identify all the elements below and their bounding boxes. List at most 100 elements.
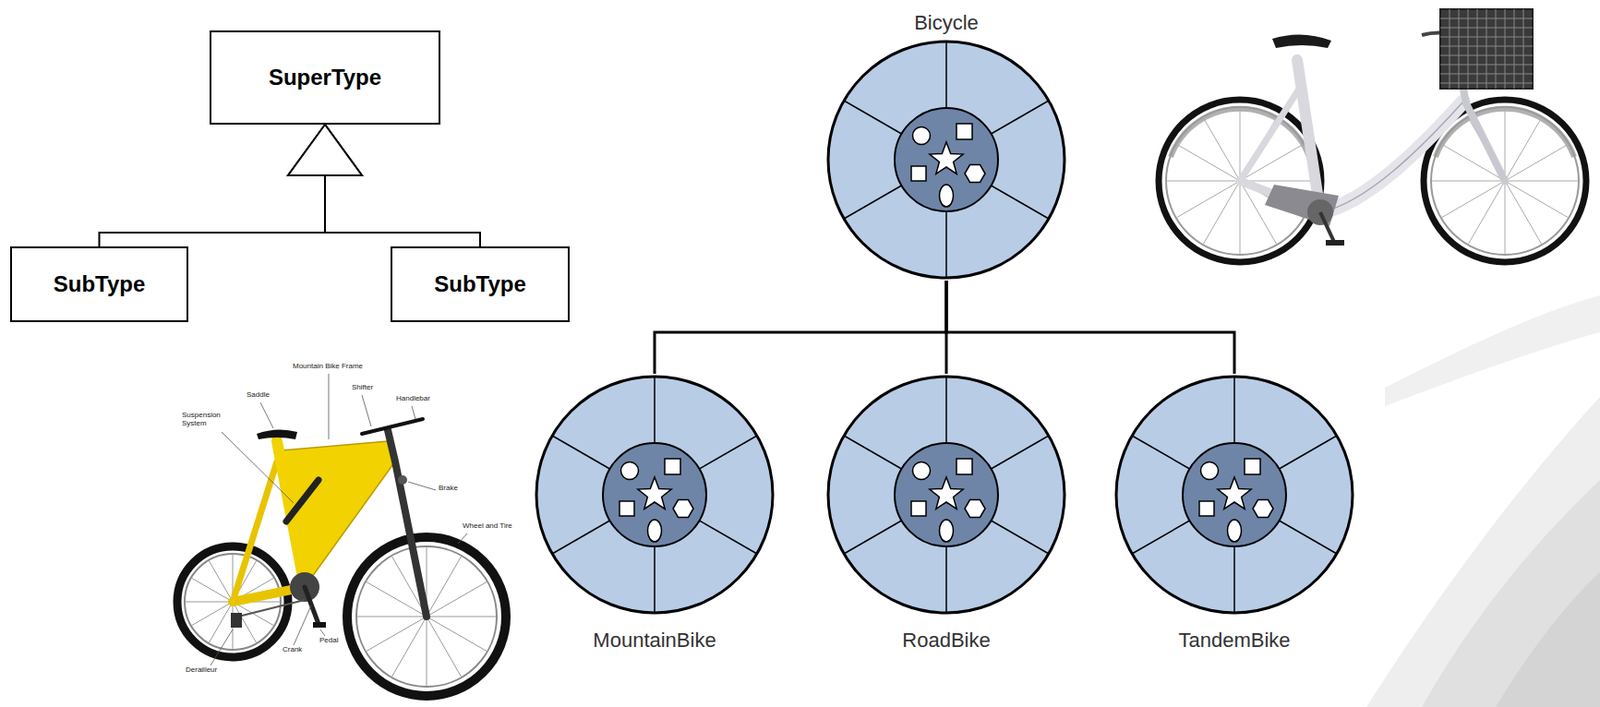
part-label: Brake xyxy=(437,484,459,494)
class-label: RoadBike xyxy=(902,628,990,653)
crank xyxy=(1320,212,1335,242)
state-square xyxy=(911,501,927,517)
state-ellipse xyxy=(648,519,662,542)
class-label: Bicycle xyxy=(914,11,979,36)
inheritance-connector xyxy=(288,124,481,247)
method-divider xyxy=(991,185,1049,219)
method-divider xyxy=(653,546,656,614)
part-label: Mountain Bike Frame xyxy=(291,362,364,372)
leader-line xyxy=(260,402,274,429)
state-square xyxy=(956,123,973,140)
class-name: SuperType xyxy=(268,64,382,91)
outer-ring xyxy=(1116,376,1353,614)
method-divider xyxy=(843,100,902,134)
method-divider xyxy=(552,520,610,554)
fork xyxy=(387,430,427,617)
method-divider xyxy=(1131,435,1190,470)
part-label: Derailleur xyxy=(184,666,218,675)
method-divider xyxy=(991,435,1049,470)
leader-line xyxy=(221,432,294,504)
saddle xyxy=(256,429,298,440)
part-label: Crank xyxy=(281,646,303,655)
part-label: Saddle xyxy=(245,391,271,400)
state-hexagon xyxy=(964,165,986,183)
swoosh-band xyxy=(1495,572,1600,707)
method-divider xyxy=(1279,435,1337,470)
state-hexagon xyxy=(964,500,986,518)
object-wheel xyxy=(1113,373,1356,616)
class-box: SuperType xyxy=(209,30,441,125)
method-divider xyxy=(991,100,1049,134)
leader-line xyxy=(210,629,233,666)
leader-line xyxy=(293,605,312,646)
generalization-arrowhead xyxy=(288,124,362,176)
state-square xyxy=(664,458,681,475)
method-divider xyxy=(552,435,610,470)
outer-ring xyxy=(828,376,1065,614)
object-wheel xyxy=(825,373,1068,616)
seatstay xyxy=(1239,87,1300,181)
state-circle xyxy=(913,127,931,145)
inheritance-connector xyxy=(99,124,363,247)
part-label: Pedal xyxy=(318,637,339,646)
down-tube-edge xyxy=(1320,101,1464,213)
part-label: Wheel and Tire xyxy=(461,522,514,531)
swoosh-band xyxy=(1384,295,1600,407)
class-box: SubType xyxy=(390,246,570,323)
state-square xyxy=(911,166,927,181)
method-divider xyxy=(699,520,758,554)
method-divider xyxy=(1233,546,1236,614)
background-swoosh xyxy=(1366,295,1600,707)
state-circle xyxy=(913,462,931,481)
state-square xyxy=(1199,501,1215,517)
crank xyxy=(304,587,319,625)
mountain-bike-photo xyxy=(177,419,506,697)
state-star xyxy=(929,477,963,509)
method-divider xyxy=(843,435,902,470)
inheritance-connector xyxy=(946,280,1235,374)
class-label: MountainBike xyxy=(592,628,716,653)
method-divider xyxy=(843,520,902,554)
leader-line xyxy=(328,373,330,440)
method-divider xyxy=(945,41,948,109)
state-ellipse xyxy=(1227,519,1242,542)
object-wheel xyxy=(533,373,776,616)
down-tube xyxy=(1320,101,1464,213)
method-divider xyxy=(1279,520,1337,554)
leader-line xyxy=(457,533,468,544)
method-divider xyxy=(1131,520,1190,554)
connector-line xyxy=(324,175,481,247)
seatstay xyxy=(232,461,277,602)
method-divider xyxy=(945,546,948,614)
class-box: SubType xyxy=(10,246,189,323)
state-star xyxy=(637,477,672,509)
leader-line xyxy=(361,395,372,427)
state-core xyxy=(894,443,999,547)
pedal xyxy=(312,622,326,628)
method-divider xyxy=(945,376,948,444)
state-star xyxy=(1217,477,1252,509)
class-name: SubType xyxy=(53,271,146,298)
method-divider xyxy=(991,520,1049,554)
state-hexagon xyxy=(1252,500,1274,518)
state-core xyxy=(1182,443,1287,547)
object-circle: Bicycle xyxy=(825,38,1068,281)
leader-line xyxy=(320,629,325,637)
method-divider xyxy=(945,211,948,278)
chain-guard xyxy=(1264,184,1339,227)
class-label: TandemBike xyxy=(1178,628,1290,653)
state-ellipse xyxy=(939,184,954,207)
part-label: Shifter xyxy=(350,384,374,393)
leader-line xyxy=(411,406,416,420)
connector-line xyxy=(654,280,947,374)
connector-line xyxy=(946,280,1235,374)
state-core xyxy=(894,108,999,212)
class-name: SubType xyxy=(433,271,527,298)
leader-line xyxy=(408,481,436,491)
state-ellipse xyxy=(939,519,954,542)
basket-mesh xyxy=(1440,9,1533,89)
state-core xyxy=(602,443,707,547)
pedal xyxy=(1325,240,1345,246)
